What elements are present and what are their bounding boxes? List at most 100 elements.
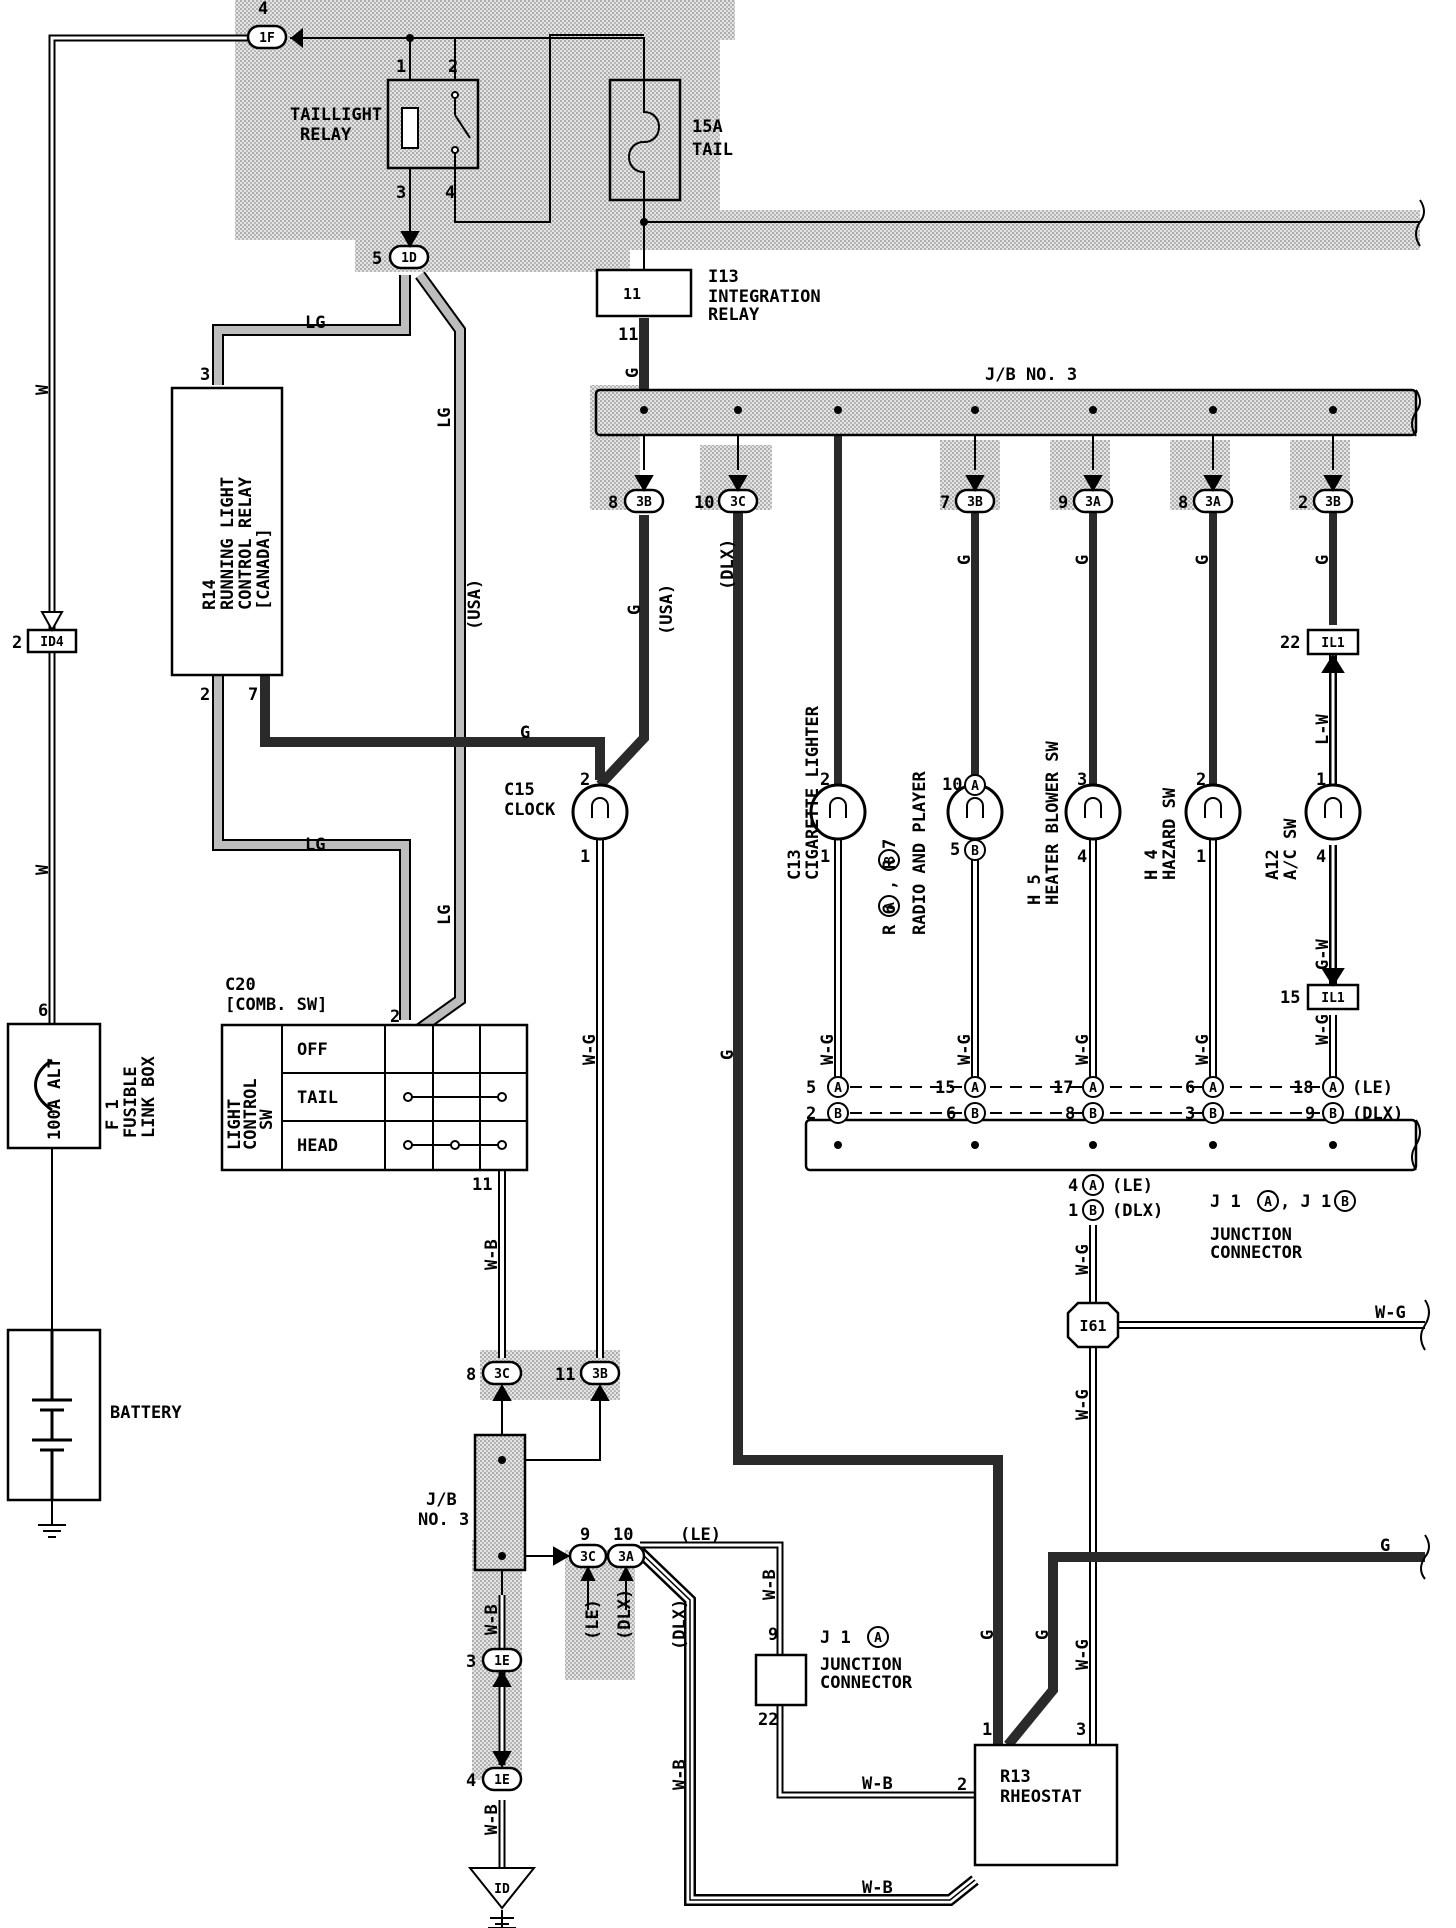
svg-text:(LE): (LE) bbox=[1112, 1176, 1153, 1196]
lighter-bulb bbox=[809, 783, 867, 841]
svg-text:A: A bbox=[1209, 1081, 1217, 1096]
arrow-stems bbox=[587, 1580, 627, 1610]
svg-text:1E: 1E bbox=[494, 1654, 510, 1669]
clock-bulb bbox=[571, 783, 629, 841]
svg-text:A: A bbox=[1264, 1195, 1272, 1210]
svg-text:G: G bbox=[1033, 1630, 1053, 1640]
svg-text:JUNCTION: JUNCTION bbox=[1210, 1225, 1292, 1245]
svg-text:LINK BOX: LINK BOX bbox=[139, 1055, 159, 1138]
i61-label: I61 bbox=[1079, 1317, 1106, 1335]
svg-text:G: G bbox=[978, 1630, 998, 1640]
svg-text:H 4: H 4 bbox=[1142, 849, 1162, 880]
j1a-box bbox=[754, 1653, 808, 1707]
svg-text:B: B bbox=[1341, 1195, 1349, 1210]
junction-ring-letters: A A A A A B B B B B A B A B bbox=[834, 779, 1337, 1219]
svg-text:9: 9 bbox=[1058, 493, 1068, 513]
svg-text:F 1: F 1 bbox=[103, 1099, 123, 1130]
svg-text:BATTERY: BATTERY bbox=[110, 1403, 182, 1423]
svg-text:[CANADA]: [CANADA] bbox=[254, 528, 274, 610]
svg-text:22: 22 bbox=[1280, 633, 1300, 653]
r14-box bbox=[170, 386, 284, 677]
svg-text:G: G bbox=[623, 368, 643, 378]
wire-g-dlx bbox=[733, 512, 1003, 1745]
svg-text:A: A bbox=[1089, 1179, 1097, 1194]
svg-text:CONNECTOR: CONNECTOR bbox=[1210, 1243, 1303, 1263]
connector-il1-22: IL1 bbox=[1306, 628, 1360, 656]
ground-id-triangle bbox=[467, 1867, 537, 1910]
radio-code-rings bbox=[878, 849, 900, 917]
svg-text:9: 9 bbox=[1305, 1104, 1315, 1124]
svg-text:W-B: W-B bbox=[482, 1804, 502, 1835]
wire-fuse-feed bbox=[455, 37, 645, 80]
svg-text:A12: A12 bbox=[1263, 849, 1283, 880]
svg-text:2: 2 bbox=[200, 685, 210, 705]
wire-jb-in-2 bbox=[502, 1395, 601, 1461]
svg-text:RUNNING LIGHT: RUNNING LIGHT bbox=[218, 477, 238, 610]
svg-text:5: 5 bbox=[950, 840, 960, 860]
svg-text:2: 2 bbox=[1298, 493, 1308, 513]
svg-text:W-G: W-G bbox=[1073, 1034, 1093, 1065]
i61-splice bbox=[1066, 1301, 1120, 1349]
wires bbox=[48, 34, 1425, 1928]
svg-text:[COMB. SW]: [COMB. SW] bbox=[225, 995, 327, 1015]
svg-text:B: B bbox=[971, 844, 979, 859]
connector-3b-8: 3B bbox=[623, 488, 665, 514]
svg-text:W-B: W-B bbox=[482, 1604, 502, 1635]
svg-text:1: 1 bbox=[1068, 1201, 1078, 1221]
svg-text:OFF: OFF bbox=[297, 1040, 328, 1060]
svg-text:1: 1 bbox=[1196, 847, 1206, 867]
battery-cells bbox=[32, 1330, 72, 1500]
svg-text:3B: 3B bbox=[592, 1367, 608, 1382]
comb-sw-grid bbox=[281, 1025, 527, 1170]
relay-internals bbox=[401, 80, 660, 200]
rotated-labels: W W LG LG (USA) G (USA) G (DLX) G G G G … bbox=[33, 368, 1333, 1835]
svg-text:J/B: J/B bbox=[426, 1490, 457, 1510]
svg-text:CONNECTOR: CONNECTOR bbox=[820, 1673, 913, 1693]
connector-3b-2: 3B bbox=[1312, 488, 1354, 514]
svg-text:A: A bbox=[971, 1081, 979, 1096]
svg-text:TAIL: TAIL bbox=[297, 1088, 338, 1108]
svg-text:(LE): (LE) bbox=[680, 1525, 721, 1545]
svg-text:B: B bbox=[834, 1107, 842, 1122]
svg-text:3C: 3C bbox=[494, 1367, 510, 1382]
svg-text:11: 11 bbox=[623, 285, 641, 303]
svg-text:A: A bbox=[1329, 1081, 1337, 1096]
svg-text:2: 2 bbox=[390, 1007, 400, 1027]
svg-text:C15: C15 bbox=[504, 780, 535, 800]
svg-text:3A: 3A bbox=[1085, 495, 1101, 510]
connector-3a-9: 3A bbox=[1072, 488, 1114, 514]
wire-g-usa bbox=[596, 515, 649, 789]
connector-1f: 1F bbox=[246, 24, 288, 50]
svg-text:3: 3 bbox=[1076, 1720, 1086, 1740]
svg-text:2: 2 bbox=[957, 1775, 967, 1795]
connector-1d: 1D bbox=[388, 244, 430, 270]
svg-text:W: W bbox=[33, 384, 53, 395]
svg-text:4: 4 bbox=[258, 0, 268, 19]
svg-text:100A ALT: 100A ALT bbox=[45, 1058, 65, 1140]
svg-text:3: 3 bbox=[466, 1652, 476, 1672]
svg-text:B: B bbox=[1209, 1107, 1217, 1122]
svg-text:LG: LG bbox=[435, 905, 455, 925]
wire-lg-2 bbox=[415, 272, 464, 1034]
svg-text:2: 2 bbox=[806, 1104, 816, 1124]
svg-text:ID4: ID4 bbox=[40, 635, 64, 650]
svg-text:R14: R14 bbox=[200, 579, 220, 610]
wire-w-inner bbox=[50, 36, 270, 1024]
svg-text:W-B: W-B bbox=[862, 1878, 893, 1898]
svg-text:W-G: W-G bbox=[955, 1034, 975, 1065]
ground-symbols bbox=[38, 1524, 516, 1928]
svg-text:7: 7 bbox=[248, 685, 258, 705]
svg-text:A: A bbox=[971, 779, 979, 794]
svg-text:TAIL: TAIL bbox=[692, 140, 733, 160]
svg-text:1: 1 bbox=[580, 847, 590, 867]
svg-text:W-G: W-G bbox=[818, 1034, 838, 1065]
svg-text:4: 4 bbox=[1068, 1176, 1078, 1196]
svg-text:6: 6 bbox=[38, 1001, 48, 1021]
bulb-filaments bbox=[591, 797, 1342, 818]
svg-text:B: B bbox=[1089, 1204, 1097, 1219]
svg-text:(DLX): (DLX) bbox=[670, 1599, 690, 1650]
junction-rings bbox=[827, 774, 1344, 1221]
rheostat-box bbox=[973, 1743, 1119, 1867]
svg-text:HEAD: HEAD bbox=[297, 1136, 338, 1156]
ground-id-label: ID bbox=[494, 1882, 510, 1897]
